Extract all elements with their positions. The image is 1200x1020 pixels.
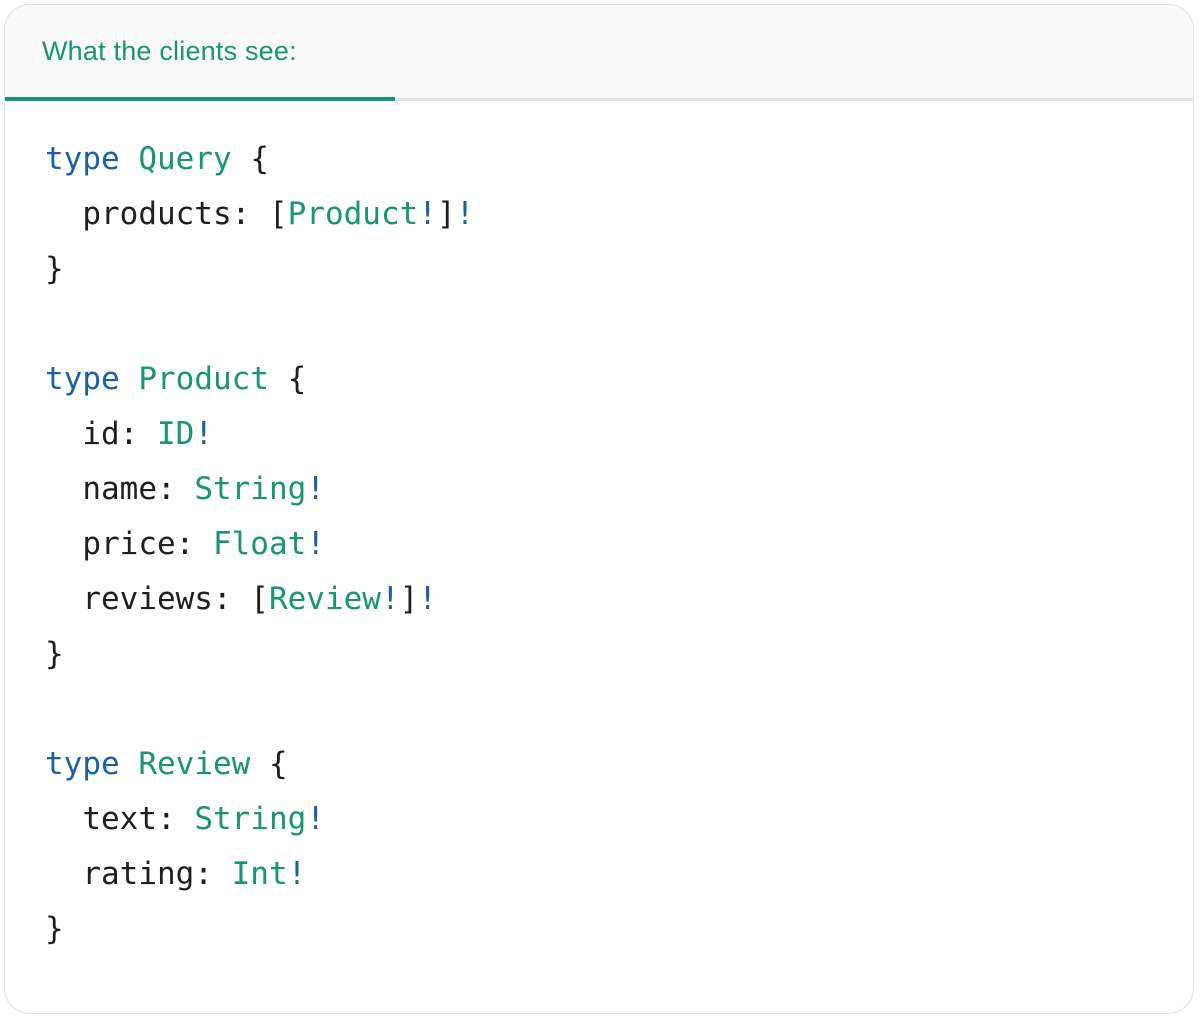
code-token-plain xyxy=(120,746,139,782)
code-token-plain: rating: xyxy=(45,856,232,892)
code-token-plain: { xyxy=(231,141,269,177)
code-token-type: Review xyxy=(268,581,381,617)
code-line: id: ID! xyxy=(45,407,1153,462)
graphql-schema-code-block: type Query { products: [Product!]!} type… xyxy=(5,101,1193,957)
code-token-type: Product xyxy=(287,196,419,232)
code-token-bang: ! xyxy=(306,526,325,562)
code-token-type: String xyxy=(194,801,307,837)
code-token-plain: name: xyxy=(45,471,195,507)
code-token-bang: ! xyxy=(380,581,400,617)
code-line xyxy=(45,682,1153,737)
code-token-bang: ! xyxy=(287,856,307,892)
client-schema-card: What the clients see: type Query { produ… xyxy=(4,4,1194,1014)
code-token-plain: } xyxy=(45,911,64,947)
code-line: reviews: [Review!]! xyxy=(45,572,1153,627)
code-token-type: String xyxy=(194,471,307,507)
code-token-plain: } xyxy=(45,636,64,672)
code-line: products: [Product!]! xyxy=(45,187,1153,242)
tab-bar: What the clients see: xyxy=(5,5,1193,101)
tab-active-underline xyxy=(5,97,395,101)
tabbar-inactive-underline xyxy=(5,98,1193,101)
code-token-kw: type xyxy=(45,361,120,397)
code-token-plain: ] xyxy=(436,196,456,232)
code-token-plain: { xyxy=(250,746,288,782)
code-token-bang: ! xyxy=(306,471,325,507)
code-line xyxy=(45,297,1153,352)
code-line: } xyxy=(45,902,1153,957)
code-line: text: String! xyxy=(45,792,1153,847)
code-token-plain: } xyxy=(45,251,64,287)
code-token-bang: ! xyxy=(306,801,325,837)
code-token-kw: type xyxy=(45,746,120,782)
code-token-kw: type xyxy=(45,141,120,177)
code-line: price: Float! xyxy=(45,517,1153,572)
code-token-type: Int xyxy=(231,856,288,892)
code-token-type: Float xyxy=(212,526,307,562)
code-token-bang: ! xyxy=(194,416,213,452)
code-line: type Query { xyxy=(45,132,1153,187)
code-line: name: String! xyxy=(45,462,1153,517)
code-token-plain: id: xyxy=(45,416,157,452)
code-token-plain: products: [ xyxy=(45,196,288,232)
code-token-plain: price: xyxy=(45,526,213,562)
code-token-type: Product xyxy=(138,361,269,397)
tab-what-clients-see[interactable]: What the clients see: xyxy=(5,5,395,101)
code-line: type Review { xyxy=(45,737,1153,792)
code-token-type: Review xyxy=(138,746,251,782)
code-token-bang: ! xyxy=(418,196,437,232)
code-line: } xyxy=(45,242,1153,297)
code-line: } xyxy=(45,627,1153,682)
code-token-plain: reviews: [ xyxy=(45,581,269,617)
code-token-type: Query xyxy=(138,141,232,177)
tab-label: What the clients see: xyxy=(42,36,297,66)
code-line: type Product { xyxy=(45,352,1153,407)
code-token-plain: ] xyxy=(399,581,419,617)
code-token-type: ID xyxy=(156,416,195,452)
code-token-plain xyxy=(120,361,139,397)
code-token-bang: ! xyxy=(418,581,437,617)
code-token-plain xyxy=(120,141,139,177)
code-line: rating: Int! xyxy=(45,847,1153,902)
code-token-plain: { xyxy=(268,361,307,397)
code-token-bang: ! xyxy=(455,196,475,232)
code-token-plain: text: xyxy=(45,801,195,837)
